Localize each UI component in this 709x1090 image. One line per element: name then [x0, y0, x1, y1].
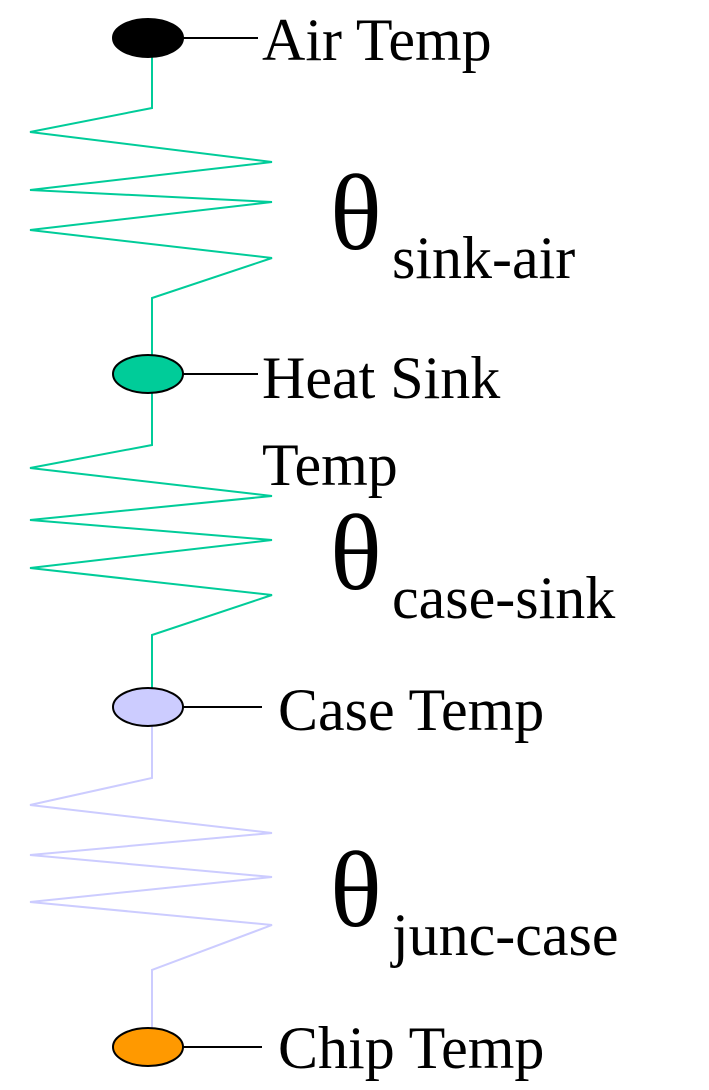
- node-air-temp: [112, 18, 184, 58]
- theta-symbol-junc-case: θ: [330, 831, 382, 950]
- theta-symbol-case-sink: θ: [330, 494, 382, 613]
- label-heat-sink-temp-line1: Heat Sink: [262, 345, 501, 411]
- node-heat-sink-temp: [112, 354, 184, 394]
- label-chip-temp: Chip Temp: [278, 1015, 545, 1081]
- subscript-case-sink: case-sink: [392, 565, 616, 631]
- theta-symbol-sink-air: θ: [330, 154, 382, 273]
- resistor-case-sink: [29, 375, 273, 700]
- subscript-sink-air: sink-air: [392, 225, 576, 291]
- resistor-sink-air: [29, 50, 273, 362]
- resistor-junc-case: [29, 712, 273, 1035]
- node-chip-temp: [112, 1027, 184, 1067]
- label-heat-sink-temp-line2: Temp: [262, 432, 398, 498]
- label-air-temp: Air Temp: [262, 7, 492, 73]
- node-case-temp: [112, 687, 184, 727]
- label-case-temp: Case Temp: [278, 677, 545, 743]
- subscript-junc-case: junc-case: [392, 902, 619, 968]
